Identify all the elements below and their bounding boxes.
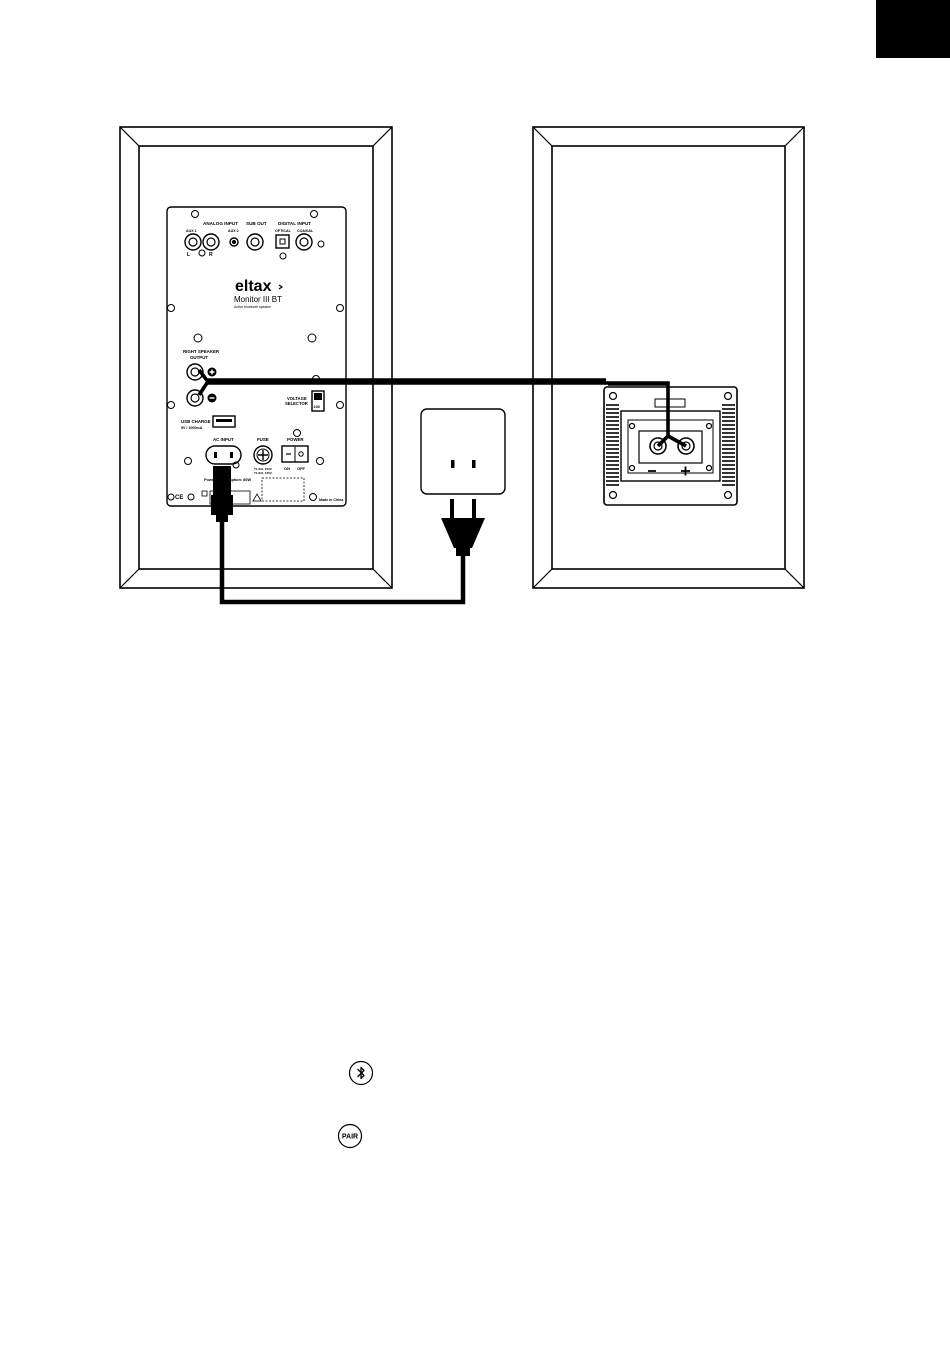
right-channel-label: R <box>209 252 213 258</box>
left-channel-label: L <box>187 252 190 258</box>
sub-out-label: SUB OUT <box>246 221 267 226</box>
right-speaker-label-1: RIGHT SPEAKER <box>183 349 220 354</box>
wall-outlet <box>421 409 505 494</box>
fuse-label: FUSE <box>257 437 269 442</box>
pair-button-icon: PAIR <box>337 1123 363 1149</box>
voltage-label-2: SELECTOR <box>285 401 308 406</box>
fuse-spec-2: T1.6AL 125V <box>254 471 272 475</box>
usb-charge-label: USB CHARGE <box>181 419 211 424</box>
model-subtitle: Active bluetooth speaker <box>234 305 272 309</box>
voltage-value: 230 <box>314 405 320 409</box>
brand-logo: eltax <box>235 278 272 295</box>
analog-input-label: ANALOG INPUT <box>203 221 238 226</box>
right-speaker <box>533 127 804 588</box>
ce-mark: CE <box>175 495 183 501</box>
digital-input-label: DIGITAL INPUT <box>278 221 311 226</box>
passive-terminal-plate <box>604 387 737 505</box>
pair-label: PAIR <box>342 1134 358 1141</box>
right-speaker-label-2: OUTPUT <box>190 355 208 360</box>
power-label: POWER <box>287 437 304 442</box>
amplifier-back-panel: ANALOG INPUT AUX 1 AUX 2 SUB OUT DIGITAL… <box>167 207 346 506</box>
connection-diagram: ANALOG INPUT AUX 1 AUX 2 SUB OUT DIGITAL… <box>0 0 950 700</box>
aux2-label: AUX 2 <box>228 229 239 233</box>
power-plug <box>441 499 485 556</box>
model-name: Monitor III BT <box>234 295 282 304</box>
power-on-label: ON <box>284 466 290 471</box>
made-in-label: Made in China <box>319 498 344 502</box>
optical-label: OPTICAL <box>275 229 292 233</box>
aux1-label: AUX 1 <box>186 229 197 233</box>
coaxial-label: COAXIAL <box>297 229 314 233</box>
bluetooth-icon <box>348 1060 374 1086</box>
usb-rating-label: 5V / 1000mA <box>181 426 203 430</box>
power-off-label: OFF <box>297 466 306 471</box>
ac-input-label: AC INPUT <box>213 437 234 442</box>
